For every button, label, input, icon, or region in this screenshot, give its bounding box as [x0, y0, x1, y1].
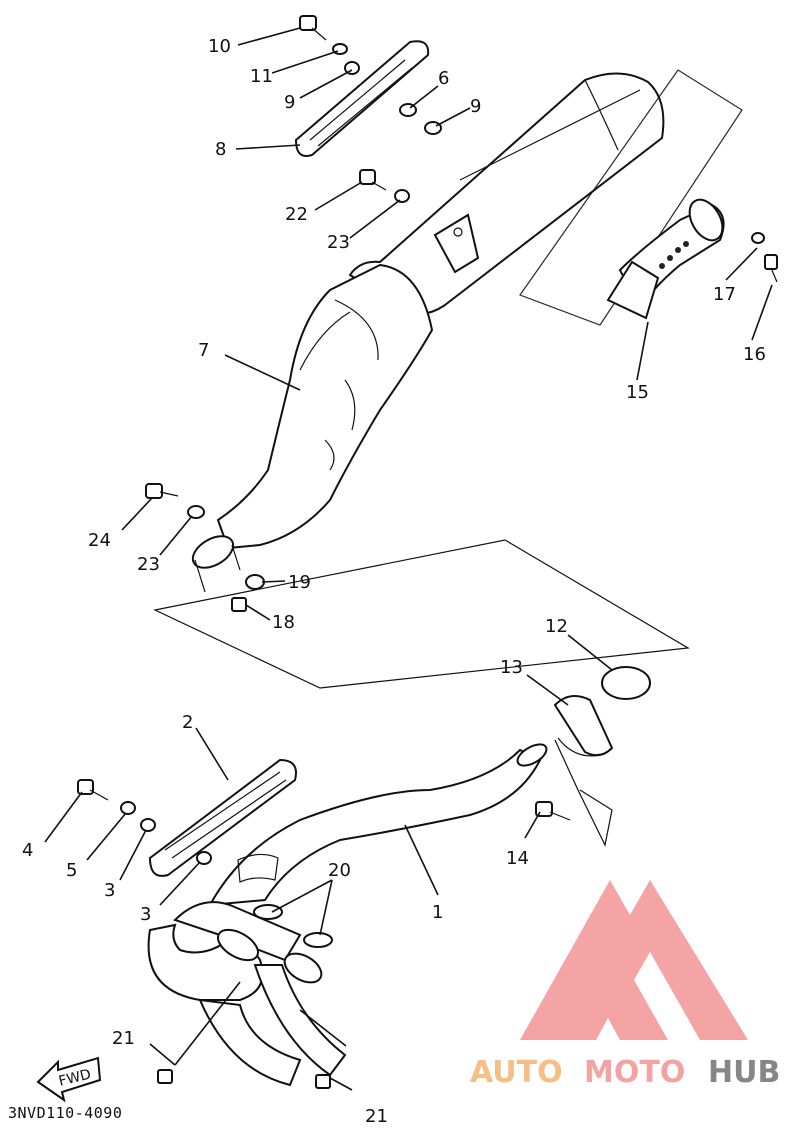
callout-numbers: 10 11 9 6 9 8 22 23 7 17 16 15 24 23 19 …	[22, 36, 766, 1127]
fasteners-left	[77, 779, 331, 1089]
callout-21a: 21	[112, 1028, 135, 1049]
callout-3a: 3	[104, 880, 115, 901]
callout-3b: 3	[140, 904, 151, 925]
muffler-assembly	[191, 69, 743, 593]
callout-6: 6	[438, 68, 449, 89]
watermark-logo: AUTO MOTO HUB	[470, 880, 780, 1090]
fasteners-mid	[145, 483, 265, 612]
diagram-code: 3NVD110-4090	[8, 1104, 123, 1122]
callout-24: 24	[88, 530, 111, 551]
watermark-text-hub: HUB	[708, 1055, 780, 1090]
callout-1: 1	[432, 902, 443, 923]
callout-23b: 23	[137, 554, 160, 575]
watermark-text-auto: AUTO	[470, 1055, 563, 1090]
callout-7: 7	[198, 340, 209, 361]
callout-22: 22	[285, 204, 308, 225]
callout-17: 17	[713, 284, 736, 305]
watermark-text-moto: MOTO	[584, 1055, 685, 1090]
callout-16: 16	[743, 344, 766, 365]
callout-14: 14	[506, 848, 529, 869]
callout-2: 2	[182, 712, 193, 733]
callout-10: 10	[208, 36, 231, 57]
fwd-label: FWD	[57, 1066, 93, 1089]
exhaust-pipe-1	[147, 743, 548, 1087]
watermark-mark	[520, 880, 748, 1040]
callout-18: 18	[272, 612, 295, 633]
fwd-arrow: FWD	[36, 1056, 102, 1103]
callout-5: 5	[66, 860, 77, 881]
callout-23a: 23	[327, 232, 350, 253]
callout-11: 11	[250, 66, 273, 87]
callout-15: 15	[626, 382, 649, 403]
guide-lines-lower	[153, 539, 690, 689]
callout-8: 8	[215, 139, 226, 160]
gaskets-12-13-14	[535, 666, 651, 847]
spark-arrestor-15	[606, 198, 778, 320]
callout-21b: 21	[365, 1106, 388, 1127]
leader-lines	[44, 27, 773, 1091]
callout-9b: 9	[470, 96, 481, 117]
heat-shield-2	[148, 758, 297, 877]
callout-4: 4	[22, 840, 33, 861]
heat-guard-8	[294, 40, 430, 157]
callout-20: 20	[328, 860, 351, 881]
callout-13: 13	[500, 657, 523, 678]
callout-12: 12	[545, 616, 568, 637]
callout-9a: 9	[284, 92, 295, 113]
callout-19: 19	[288, 572, 311, 593]
